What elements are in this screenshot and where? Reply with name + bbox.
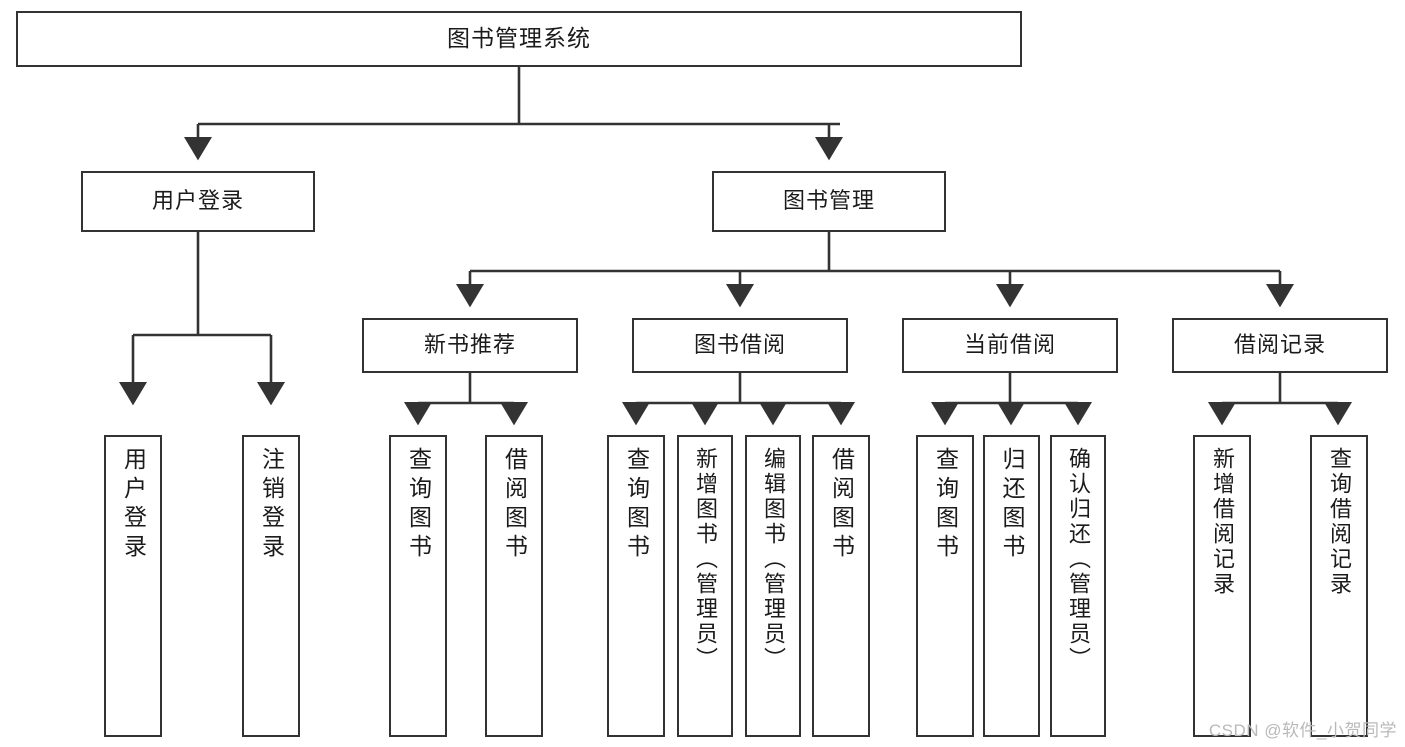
leaf-user-login[interactable]: 用户登录 bbox=[104, 435, 162, 737]
node-label: 借阅图书 bbox=[501, 447, 528, 563]
leaf-logout[interactable]: 注销登录 bbox=[242, 435, 300, 737]
node-book-borrow[interactable]: 图书借阅 bbox=[632, 318, 848, 373]
leaf-query-borrow-record[interactable]: 查询借阅记录 bbox=[1310, 435, 1368, 737]
node-label: 注销登录 bbox=[258, 447, 285, 563]
node-label: 查询借阅记录 bbox=[1327, 447, 1352, 597]
node-book-management[interactable]: 图书管理 bbox=[712, 171, 946, 232]
leaf-borrow-book[interactable]: 借阅图书 bbox=[812, 435, 870, 737]
node-label: 确认归还（管理员） bbox=[1066, 447, 1091, 672]
leaf-borrow-book-recommend[interactable]: 借阅图书 bbox=[485, 435, 543, 737]
node-current-borrow[interactable]: 当前借阅 bbox=[902, 318, 1118, 373]
node-label: 查询图书 bbox=[932, 447, 959, 563]
node-label: 用户登录 bbox=[151, 188, 244, 214]
leaf-confirm-return-admin[interactable]: 确认归还（管理员） bbox=[1050, 435, 1106, 737]
leaf-query-book-recommend[interactable]: 查询图书 bbox=[389, 435, 447, 737]
node-label: 图书借阅 bbox=[693, 332, 786, 358]
node-label: 当前借阅 bbox=[963, 332, 1056, 358]
node-label: 借阅图书 bbox=[828, 447, 855, 563]
leaf-edit-book-admin[interactable]: 编辑图书（管理员） bbox=[745, 435, 801, 737]
node-label: 查询图书 bbox=[405, 447, 432, 563]
node-label: 新书推荐 bbox=[423, 332, 516, 358]
node-label: 借阅记录 bbox=[1233, 332, 1326, 358]
node-label: 用户登录 bbox=[120, 447, 147, 563]
node-label: 查询图书 bbox=[623, 447, 650, 563]
node-label: 新增图书（管理员） bbox=[693, 447, 718, 672]
node-new-book-recommend[interactable]: 新书推荐 bbox=[362, 318, 578, 373]
leaf-add-book-admin[interactable]: 新增图书（管理员） bbox=[677, 435, 733, 737]
node-label: 图书管理系统 bbox=[447, 25, 591, 52]
leaf-add-borrow-record[interactable]: 新增借阅记录 bbox=[1193, 435, 1251, 737]
node-user-login[interactable]: 用户登录 bbox=[81, 171, 315, 232]
leaf-return-book[interactable]: 归还图书 bbox=[983, 435, 1040, 737]
node-label: 归还图书 bbox=[999, 447, 1025, 563]
node-label: 新增借阅记录 bbox=[1210, 447, 1235, 597]
node-borrow-record[interactable]: 借阅记录 bbox=[1172, 318, 1388, 373]
leaf-query-book-borrow[interactable]: 查询图书 bbox=[607, 435, 665, 737]
node-label: 编辑图书（管理员） bbox=[761, 447, 786, 672]
node-label: 图书管理 bbox=[782, 188, 875, 214]
leaf-query-book-current[interactable]: 查询图书 bbox=[916, 435, 974, 737]
node-book-management-system[interactable]: 图书管理系统 bbox=[16, 11, 1022, 67]
